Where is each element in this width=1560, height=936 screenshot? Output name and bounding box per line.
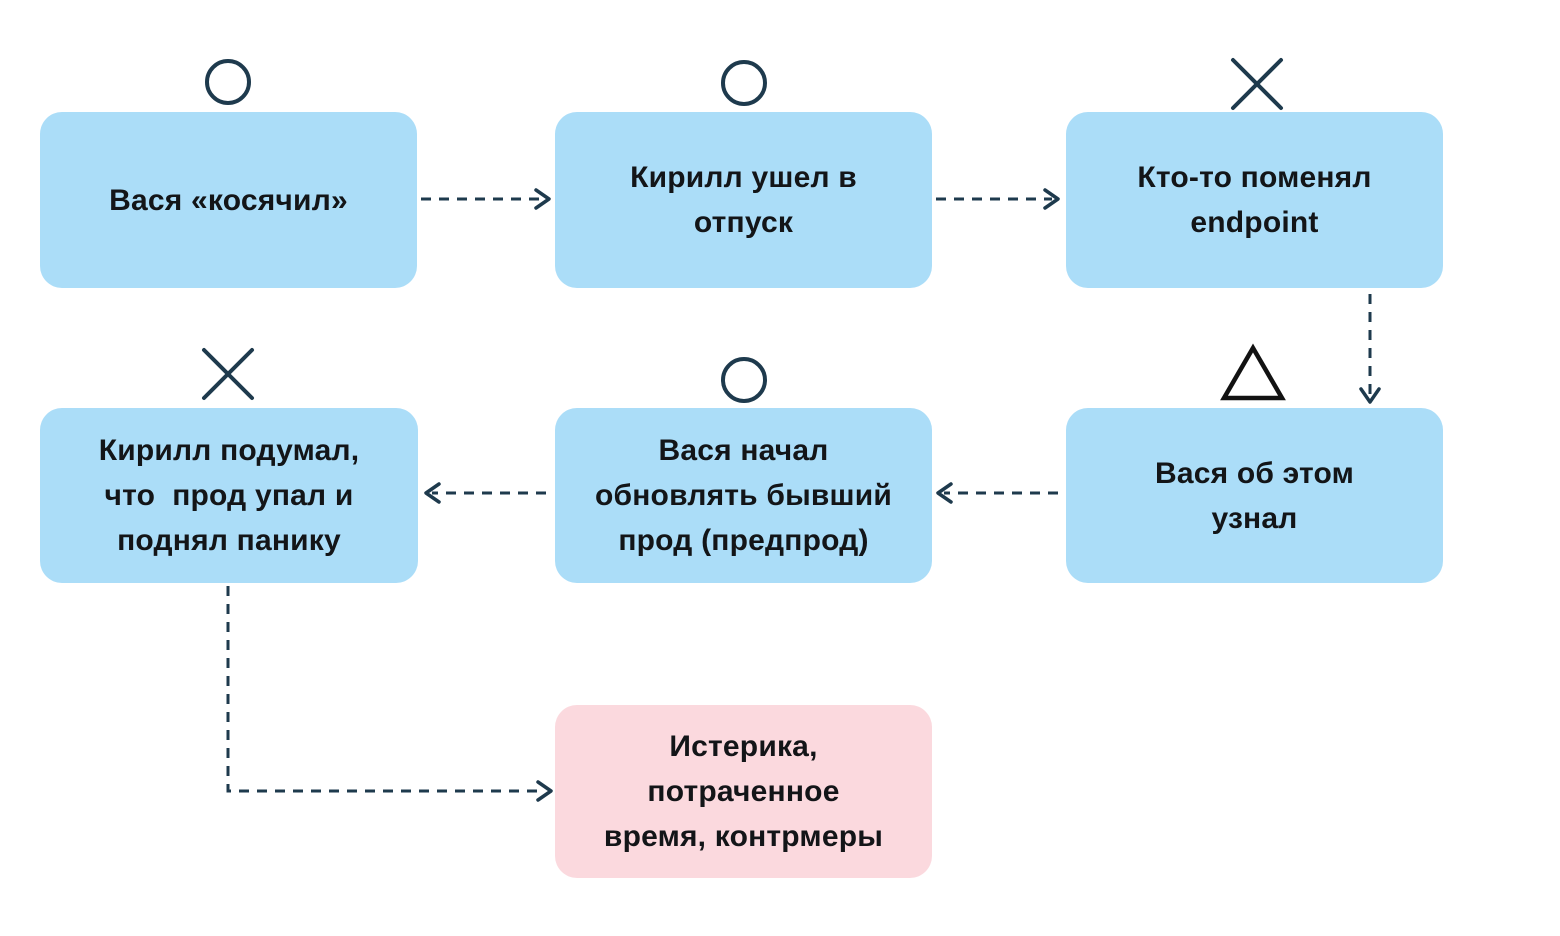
- node-vasya-updating-preprod[interactable]: Вася начал обновлять бывший прод (предпр…: [555, 408, 932, 583]
- node-label: Вася «косячил»: [109, 183, 348, 217]
- node-vasya-kosyachil[interactable]: Вася «косячил»: [40, 112, 417, 288]
- node-outcome-hysteria[interactable]: Истерика, потраченное время, контрмеры: [555, 705, 932, 878]
- edge-n2-n3: [936, 188, 1060, 210]
- arrowhead-right-icon: [536, 780, 553, 802]
- edge-n5-n4: [424, 482, 546, 504]
- circle-marker-icon: [721, 357, 767, 403]
- node-vasya-found-out[interactable]: Вася об этом узнал: [1066, 408, 1443, 583]
- circle-marker-icon: [205, 59, 251, 105]
- circle-marker-icon: [721, 60, 767, 106]
- node-kirill-vacation[interactable]: Кирилл ушел в отпуск: [555, 112, 932, 288]
- node-label: Кирилл ушел в отпуск: [630, 161, 857, 239]
- node-label: Вася об этом узнал: [1154, 456, 1355, 535]
- cross-marker-icon: [202, 348, 254, 400]
- triangle-marker-icon: [1220, 343, 1286, 401]
- edge-n4-n7: [226, 586, 553, 802]
- arrowhead-left-icon: [936, 482, 953, 504]
- node-label: Истерика, потраченное время, контрмеры: [603, 730, 884, 853]
- node-endpoint-changed[interactable]: Кто-то поменял endpoint: [1066, 112, 1443, 288]
- arrowhead-right-icon: [1043, 188, 1060, 210]
- arrowhead-left-icon: [424, 482, 441, 504]
- node-kirill-panic[interactable]: Кирилл подумал, что прод упал и поднял п…: [40, 408, 418, 583]
- edge-n6-n5: [936, 482, 1058, 504]
- node-label: Кто-то поменял endpoint: [1137, 161, 1372, 239]
- node-label: Кирилл подумал, что прод упал и поднял п…: [98, 434, 360, 557]
- node-label: Вася начал обновлять бывший прод (предпр…: [594, 434, 893, 557]
- edge-n1-n2: [421, 188, 551, 210]
- cross-marker-icon: [1231, 58, 1283, 110]
- arrowhead-right-icon: [534, 188, 551, 210]
- edge-n3-n6: [1359, 294, 1381, 404]
- arrowhead-down-icon: [1359, 387, 1381, 404]
